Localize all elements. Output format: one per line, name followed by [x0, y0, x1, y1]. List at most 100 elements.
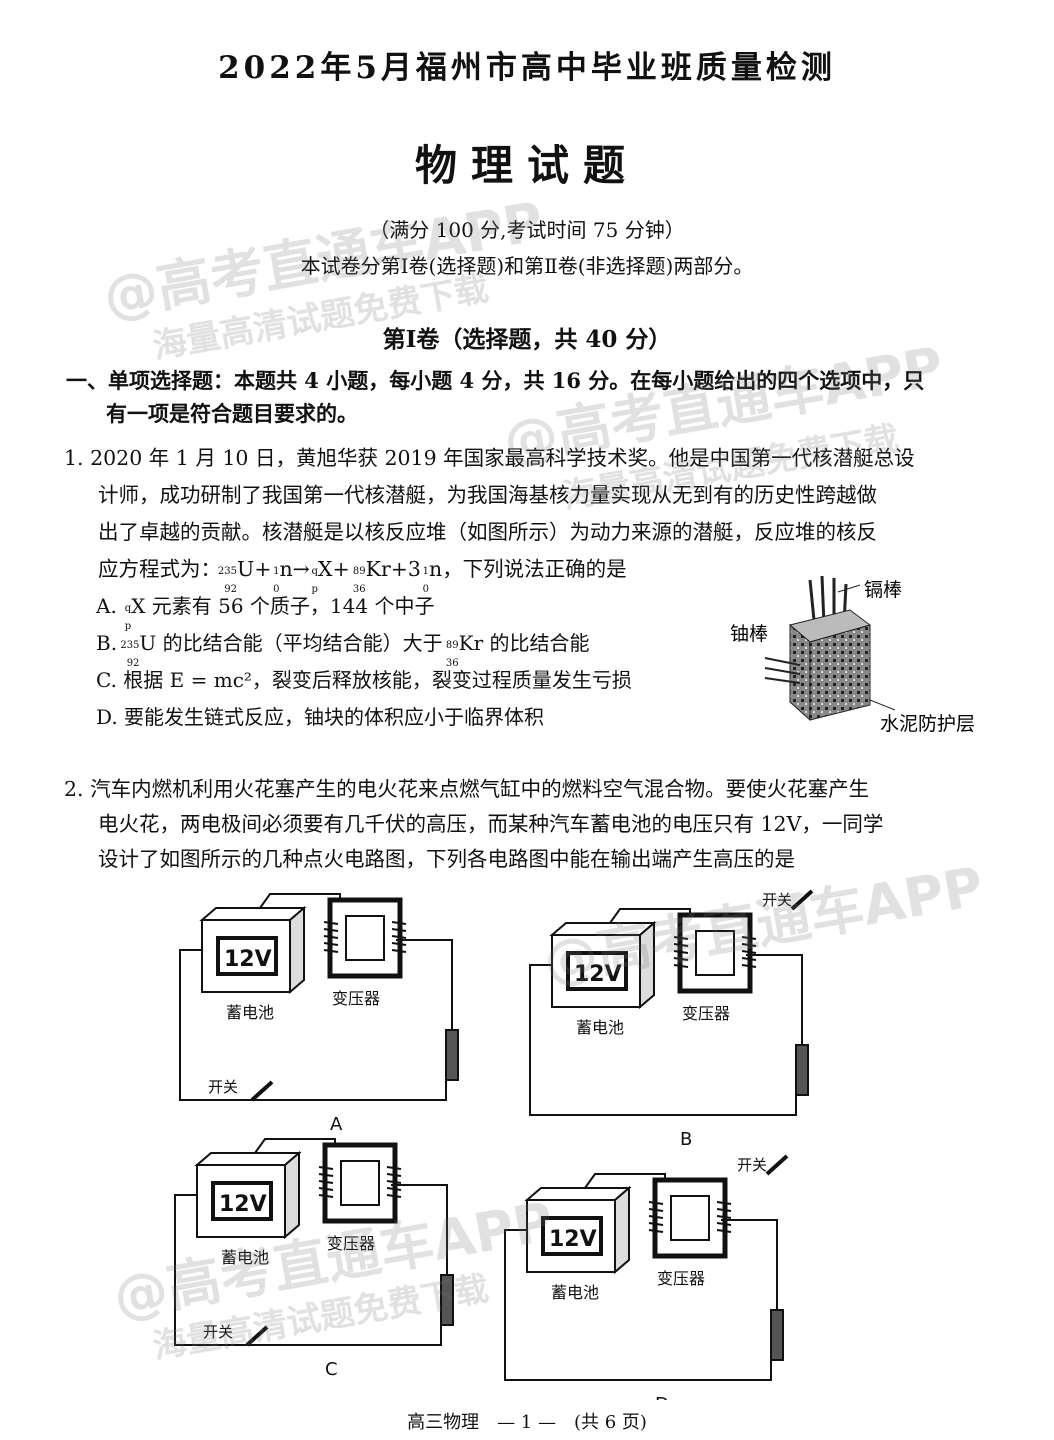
coil-primary-c-0	[318, 1166, 334, 1170]
spark-plug-b	[795, 1044, 809, 1096]
coil-primary-c-4	[318, 1194, 334, 1198]
subject-title: 物理试题	[414, 141, 639, 190]
coil-primary-d-4	[648, 1229, 664, 1233]
battery-voltage-b: 12V	[574, 962, 622, 987]
coil-primary-d-0	[648, 1201, 664, 1205]
wire-top-c	[254, 1138, 336, 1154]
q2-line-3: 设计了如图所示的几种点火电路图，下列各电路图中能在输出端产生高压的是	[98, 847, 795, 871]
switch-b	[790, 889, 814, 911]
battery-display-a	[216, 936, 278, 976]
q1-option-c[interactable]: C. 根据 E = mc²，裂变后释放核能，裂变过程质量发生亏损	[96, 668, 632, 692]
coil-secondary-a-2	[391, 935, 407, 939]
coil-secondary-d-0	[716, 1201, 732, 1205]
question-1: 1. 2020 年 1 月 10 日，黄旭华获 2019 年国家最高科学技术奖。…	[64, 440, 984, 736]
coil-primary-b-1	[673, 943, 689, 947]
battery-top-b	[549, 922, 657, 936]
coil-secondary-c-1	[386, 1173, 402, 1177]
q1-option-d[interactable]: D. 要能发生链式反应，铀块的体积应小于临界体积	[96, 705, 545, 729]
q1-line-3: 出了卓越的贡献。核潜艇是以核反应堆（如图所示）为动力来源的潜艇，反应堆的核反	[98, 520, 877, 544]
battery-top-c	[194, 1152, 302, 1166]
spark-plug-a	[445, 1029, 459, 1081]
transformer-core-a	[327, 897, 403, 979]
q2-line-1: 2. 汽车内燃机利用火花塞产生的电火花来点燃气缸中的燃料空气混合物。要使火花塞产…	[64, 777, 870, 801]
cadmium-rod-label: 镉棒	[864, 579, 902, 601]
coil-primary-b-4	[673, 964, 689, 968]
switch-label-c: 开关	[203, 1323, 233, 1341]
spark-plug-c	[440, 1274, 454, 1326]
question-2: 2. 汽车内燃机利用火花塞产生的电火花来点燃气缸中的燃料空气混合物。要使火花塞产…	[64, 772, 984, 877]
coil-primary-b-2	[673, 950, 689, 954]
coil-secondary-b-4	[741, 964, 757, 968]
battery-label-a: 蓄电池	[226, 1003, 274, 1022]
cement-layer-label: 水泥防护层	[880, 713, 975, 735]
circuit-option-label-d: D	[655, 1394, 669, 1400]
spark-plug-d	[770, 1309, 784, 1361]
section-instruction: 一、单项选择题：本题共 4 小题，每小题 4 分，共 16 分。在每小题给出的四…	[66, 364, 996, 430]
page-footer: 高三物理 — 1 — (共 6 页)	[407, 1412, 647, 1433]
coil-secondary-a-4	[391, 949, 407, 953]
coil-secondary-d-1	[716, 1208, 732, 1212]
coil-primary-a-2	[323, 935, 339, 939]
wire-bottom-a	[179, 949, 447, 1101]
coil-primary-d-1	[648, 1208, 664, 1212]
section-title: 第Ⅰ卷（选择题，共 40 分）	[382, 326, 672, 353]
coil-secondary-c-2	[386, 1180, 402, 1184]
wire-top-b	[609, 908, 691, 924]
q1-eq-prefix: 应方程式为：	[98, 557, 221, 581]
coil-secondary-b-2	[741, 950, 757, 954]
circuit-option-label-c: C	[325, 1359, 338, 1380]
coil-secondary-d-2	[716, 1215, 732, 1219]
coil-primary-b-3	[673, 957, 689, 961]
battery-side-d	[614, 1185, 630, 1275]
coil-primary-a-0	[323, 921, 339, 925]
coil-primary-c-3	[318, 1187, 334, 1191]
switch-label-a: 开关	[208, 1078, 238, 1096]
wire-output-b	[746, 954, 803, 975]
battery-voltage-d: 12V	[549, 1227, 597, 1252]
battery-display-b	[566, 951, 628, 991]
coil-primary-a-4	[323, 949, 339, 953]
exam-meta-score-time: （满分 100 分,考试时间 75 分钟）	[369, 218, 685, 242]
reactor-figure: 镉棒 铀棒 水泥防护层	[730, 575, 975, 735]
wire-bottom-c	[174, 1194, 442, 1346]
circuit-option-label-a: A	[330, 1114, 343, 1135]
cd-rod-pointer	[837, 584, 861, 593]
coil-secondary-b-0	[741, 936, 757, 940]
transformer-window-c	[340, 1160, 380, 1206]
battery-side-b	[639, 920, 655, 1010]
transformer-label-b: 变压器	[682, 1004, 730, 1023]
coil-primary-a-1	[323, 928, 339, 932]
switch-label-b: 开关	[762, 891, 792, 909]
battery-display-d	[541, 1216, 603, 1256]
reactor-front	[809, 624, 871, 721]
wire-output-d	[721, 1219, 778, 1240]
coil-secondary-c-0	[386, 1166, 402, 1170]
battery-voltage-c: 12V	[219, 1192, 267, 1217]
uranium-rod-label: 铀棒	[730, 623, 768, 645]
switch-d	[765, 1154, 789, 1176]
transformer-window-b	[695, 930, 735, 976]
coil-secondary-a-0	[391, 921, 407, 925]
cement-pointer	[869, 699, 896, 711]
q1-line-1: 1. 2020 年 1 月 10 日，黄旭华获 2019 年国家最高科学技术奖。…	[64, 446, 915, 470]
battery-top-a	[199, 907, 307, 921]
transformer-label-c: 变压器	[327, 1234, 375, 1253]
switch-c	[245, 1325, 269, 1347]
q1-line-2: 计师，成功研制了我国第一代核潜艇，为我国海基核力量实现从无到有的历史性跨越做	[98, 483, 877, 507]
uranium-rods	[764, 657, 801, 684]
circuit-option-label-b: B	[680, 1129, 692, 1150]
switch-label-d: 开关	[737, 1156, 767, 1174]
wire-bottom-b	[529, 964, 797, 1116]
coil-secondary-b-1	[741, 943, 757, 947]
coil-secondary-d-3	[716, 1222, 732, 1226]
battery-label-d: 蓄电池	[551, 1283, 599, 1302]
battery-side-c	[284, 1150, 300, 1240]
battery-top-d	[524, 1187, 632, 1201]
switch-a	[250, 1080, 274, 1102]
q1-eq-suffix: ，下列说法正确的是	[442, 557, 627, 581]
transformer-window-a	[345, 915, 385, 961]
